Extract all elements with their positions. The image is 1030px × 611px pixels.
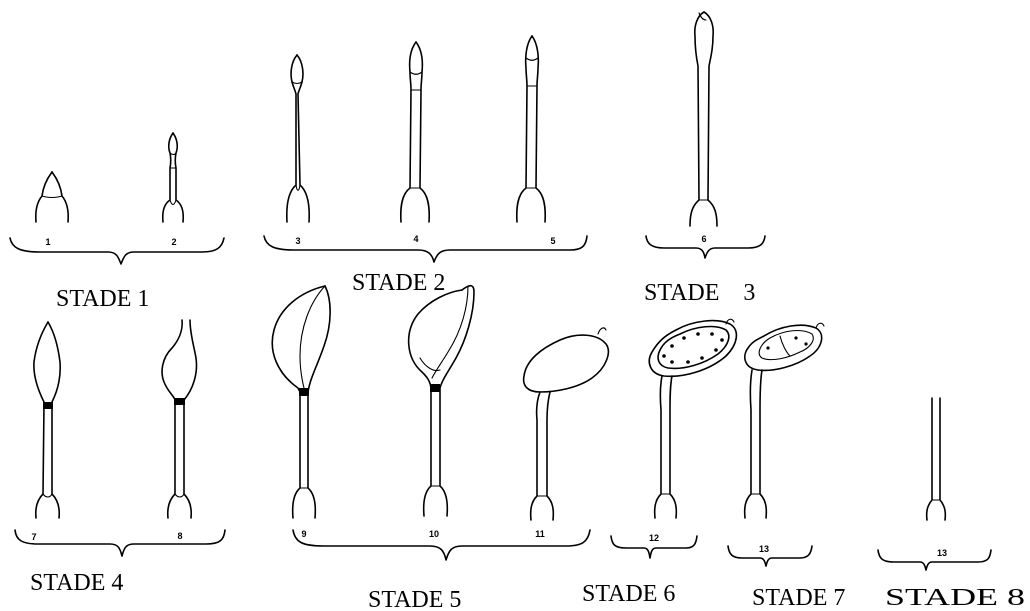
specimen-13-drawing bbox=[745, 323, 824, 518]
specimen-8-drawing bbox=[162, 320, 196, 518]
bracket-stade-8 bbox=[878, 550, 991, 570]
bracket-stade-7 bbox=[728, 546, 812, 566]
specimen-number: 4 bbox=[413, 234, 418, 244]
specimen-14-drawing bbox=[927, 398, 946, 520]
specimen-number: 2 bbox=[171, 237, 176, 247]
specimen-number: 9 bbox=[301, 529, 306, 539]
specimen-5-drawing bbox=[517, 36, 545, 222]
specimen-10-drawing bbox=[409, 286, 474, 516]
specimen-1-drawing bbox=[36, 172, 69, 222]
stage-label: STADE 1 bbox=[56, 286, 149, 312]
specimen-3-drawing bbox=[287, 55, 309, 222]
specimen-2-drawing bbox=[163, 133, 183, 222]
specimen-number: 8 bbox=[177, 531, 182, 541]
specimen-9-drawing bbox=[272, 286, 330, 518]
specimen-number: 12 bbox=[649, 533, 659, 543]
specimen-4-drawing bbox=[401, 42, 429, 222]
specimen-number: 6 bbox=[701, 234, 706, 244]
specimen-12-drawing bbox=[649, 319, 736, 518]
specimen-number: 11 bbox=[535, 529, 545, 539]
stage-label: STADE 7 bbox=[752, 585, 845, 611]
stage-label: STADE 2 bbox=[352, 270, 445, 296]
specimen-number: 13 bbox=[937, 548, 947, 558]
specimen-number: 1 bbox=[45, 237, 50, 247]
specimen-number: 5 bbox=[550, 236, 555, 246]
specimen-7-drawing bbox=[34, 322, 60, 518]
specimen-number: 7 bbox=[31, 532, 36, 542]
bracket-stade-4 bbox=[15, 530, 225, 556]
stage-label: STADE 8 bbox=[885, 585, 1025, 611]
specimen-number: 3 bbox=[295, 236, 300, 246]
bracket-stade-5 bbox=[293, 530, 590, 560]
specimen-number: 13 bbox=[759, 544, 769, 554]
specimen-11-drawing bbox=[524, 328, 609, 520]
stage-label: STADE 6 bbox=[582, 581, 675, 607]
specimen-6-drawing bbox=[690, 12, 717, 226]
stage-label: STADE 3 bbox=[644, 280, 755, 306]
bracket-stade-1 bbox=[10, 238, 224, 264]
specimen-number: 10 bbox=[429, 529, 439, 539]
bracket-stade-2 bbox=[264, 236, 587, 262]
stage-label: STADE 5 bbox=[368, 587, 461, 611]
stage-label: STADE 4 bbox=[30, 570, 123, 596]
